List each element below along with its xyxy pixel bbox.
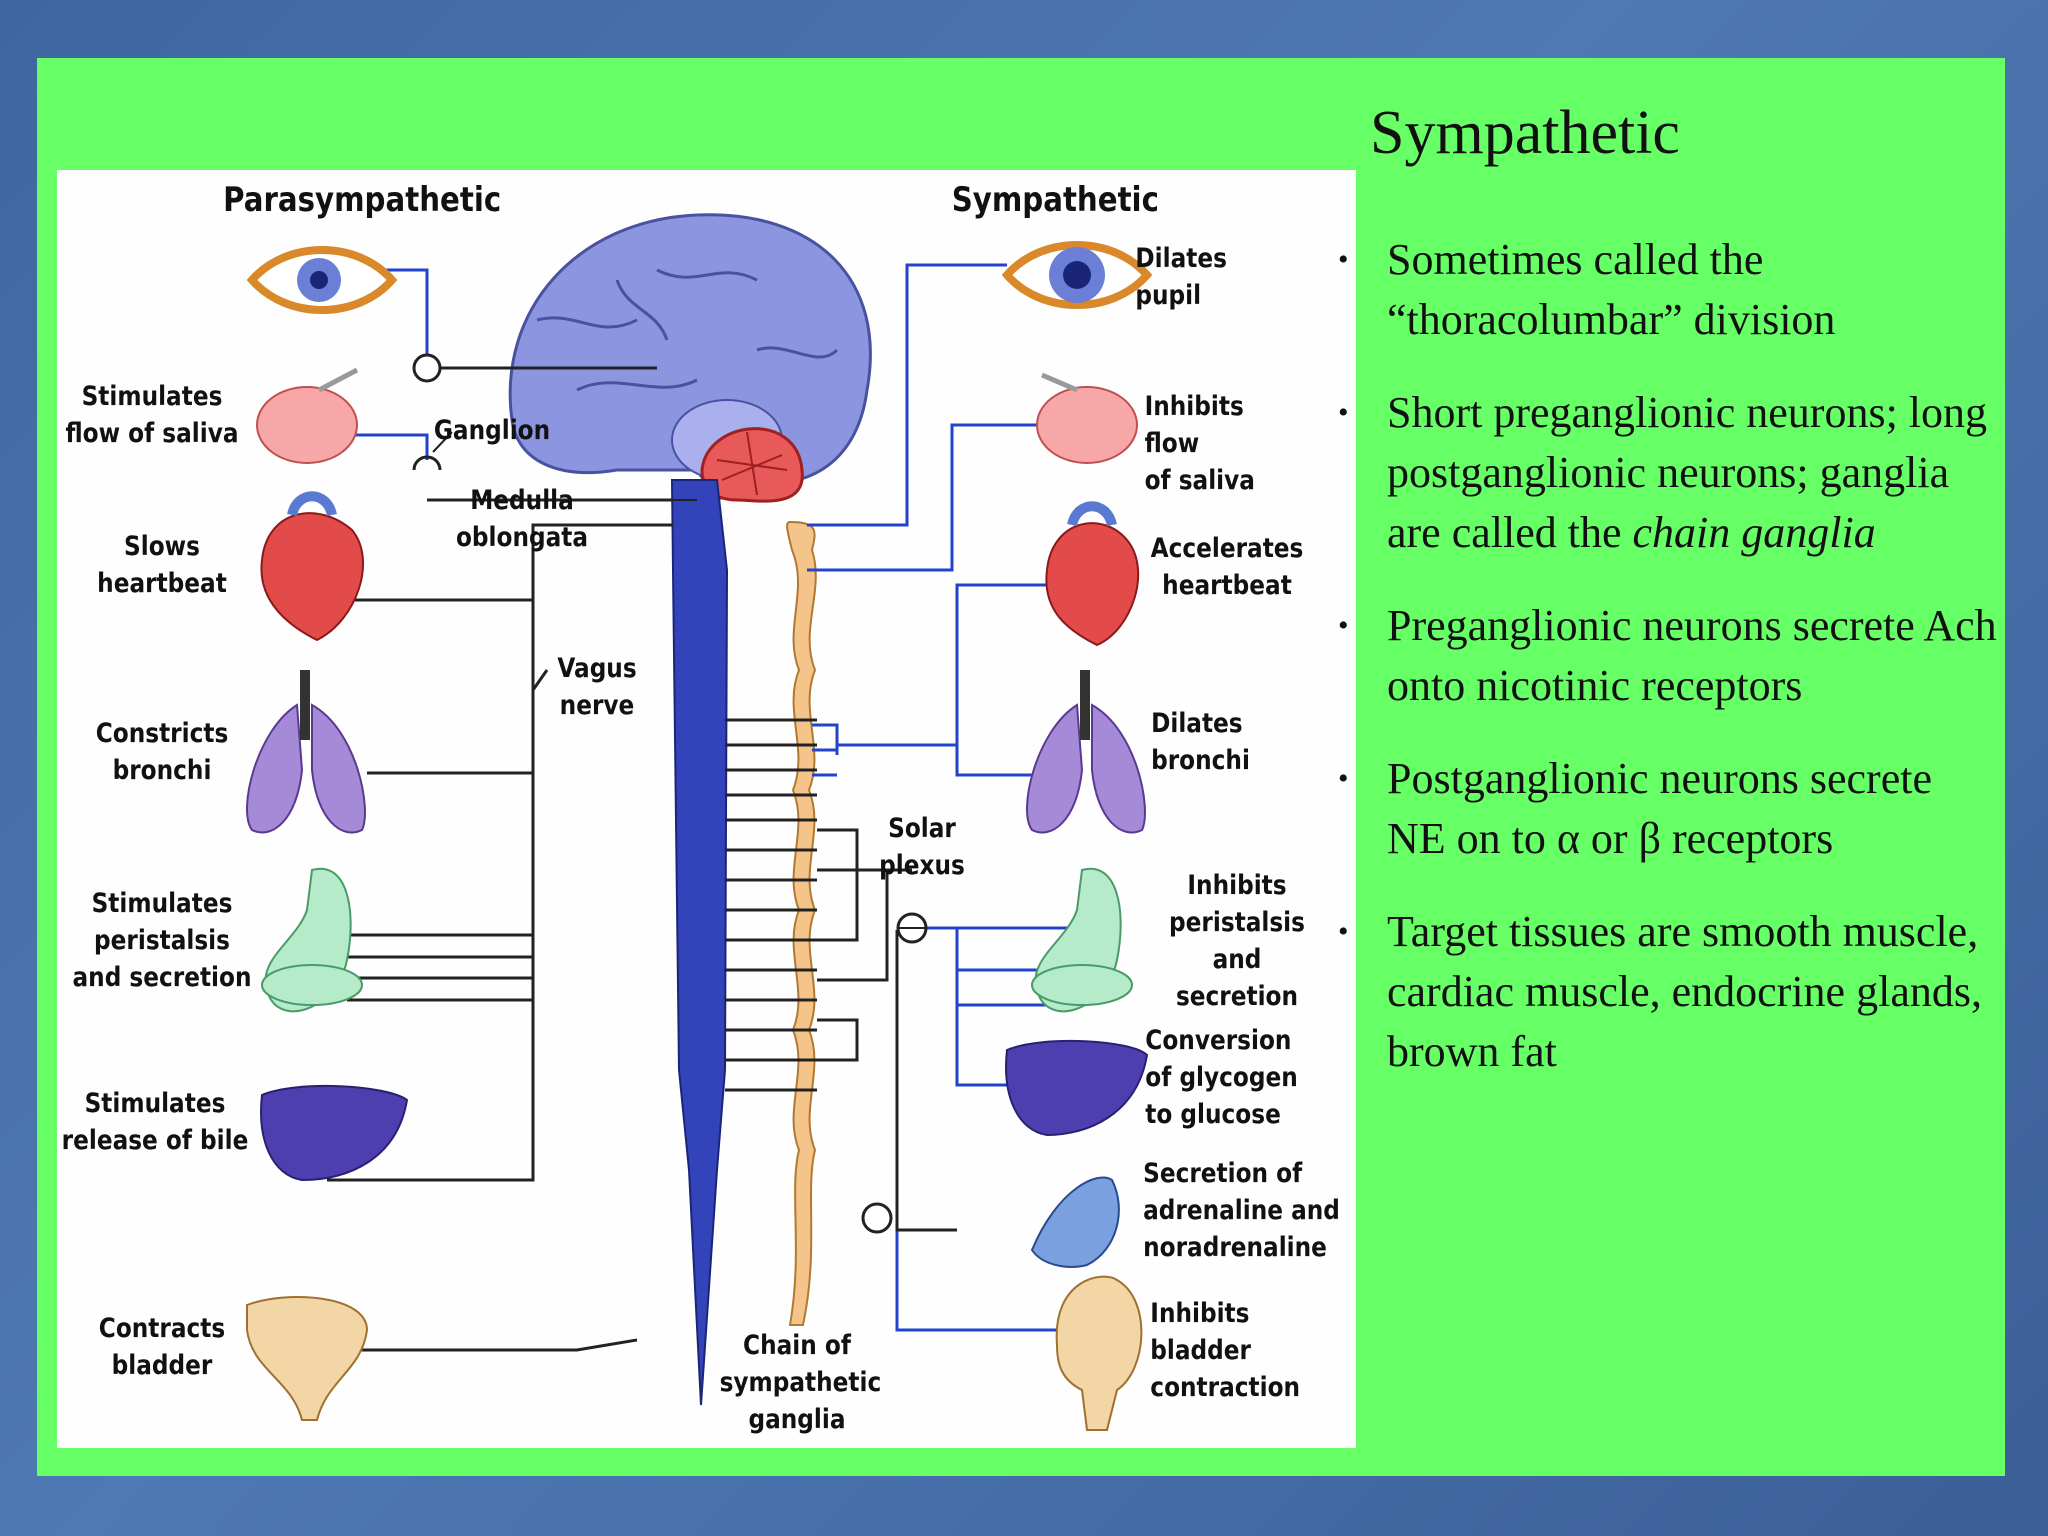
symp-effect-heart: Accelerates heartbeat (1150, 533, 1304, 601)
spinal-nerves (725, 718, 817, 1092)
bullet-text: Target tissues are smooth muscle, cardia… (1387, 907, 1982, 1076)
solar-plexus-lines (817, 828, 957, 1232)
sympathetic-chain (786, 520, 817, 1326)
para-ganglion-eye (412, 353, 442, 383)
symp-effect-bladder: Inhibits bladder contraction (1150, 1298, 1301, 1403)
liver-left (260, 1084, 409, 1182)
solar-plexus-label: Solar plexus (879, 813, 965, 881)
bullet-text: Sometimes called the “thoracolumbar” div… (1387, 235, 1836, 344)
lungs-right (1026, 670, 1146, 834)
para-ganglion-saliva (412, 455, 442, 471)
symp-effect-adrenaline: Secretion of adrenaline and noradrenalin… (1143, 1158, 1340, 1263)
bullet-emphasis: chain ganglia (1632, 508, 1876, 557)
para-effect-peristalsis: Stimulates peristalsis and secretion (72, 888, 252, 993)
diagram-drawing (246, 213, 1153, 1431)
lungs-left (246, 670, 366, 834)
bullet-text: Short preganglionic neurons; long postga… (1387, 388, 1988, 557)
bullet-dot-icon: • (1338, 243, 1349, 276)
bullet-item: • Sometimes called the “thoracolumbar” di… (1330, 230, 2000, 350)
bullet-item: • Short preganglionic neurons; long postg… (1330, 383, 2000, 563)
bullet-item: • Postganglionic neurons secrete NE on to… (1330, 749, 2000, 869)
adrenal-gland-right (1030, 1176, 1120, 1268)
vagus-nerve-label: Vagus nerve (557, 653, 637, 721)
symp-effect-saliva: Inhibits flow of saliva (1144, 391, 1255, 496)
autonomic-nervous-system-diagram: Parasympathetic Sympathetic Ganglion Med… (57, 170, 1356, 1448)
bladder-left (246, 1296, 369, 1421)
symp-effect-pupil: Dilates pupil (1135, 243, 1227, 311)
liver-right (1005, 1039, 1149, 1137)
cerebellum (700, 427, 804, 503)
symp-effect-glycogen: Conversion of glycogen to glucose (1145, 1025, 1298, 1130)
salivary-gland-left (256, 367, 359, 464)
stomach-right (1031, 867, 1133, 1013)
bullet-text: Preganglionic neurons secrete Ach onto n… (1387, 601, 1997, 710)
eye-left (246, 246, 398, 314)
heart-right (1045, 501, 1140, 647)
spinal-cord (670, 479, 729, 1406)
chain-ganglia-label: Chain of sympathetic ganglia (719, 1330, 882, 1435)
heart-left (260, 491, 365, 642)
para-effect-bladder: Contracts bladder (98, 1313, 226, 1381)
medulla-label: Medulla oblongata (455, 485, 589, 553)
bullet-dot-icon: • (1338, 609, 1349, 642)
salivary-gland-right (1036, 372, 1138, 464)
para-saliva-pathway (347, 433, 429, 460)
bullet-dot-icon: • (1338, 396, 1349, 429)
para-effect-bile: Stimulates release of bile (61, 1088, 249, 1156)
ganglion-label: Ganglion (433, 415, 551, 446)
ganglion-pointer (432, 431, 453, 453)
symp-effect-peristalsis: Inhibits peristalsis and secretion (1169, 870, 1305, 1012)
parasympathetic-heading: Parasympathetic (223, 180, 502, 220)
eye-right (1001, 241, 1153, 309)
bullet-dot-icon: • (1338, 762, 1349, 795)
adrenal-ganglion (861, 1202, 893, 1234)
vagus-nerve-lines (327, 523, 673, 1352)
brain (508, 213, 872, 502)
bullet-text: Postganglionic neurons secrete NE on to … (1387, 754, 1932, 863)
para-effect-bronchi: Constricts bronchi (95, 718, 229, 786)
sympathetic-heading: Sympathetic (951, 180, 1159, 220)
bullet-item: • Target tissues are smooth muscle, cardi… (1330, 902, 2000, 1082)
bullet-item: • Preganglionic neurons secrete Ach onto … (1330, 596, 2000, 716)
symp-effect-bronchi: Dilates bronchi (1151, 708, 1250, 776)
bladder-right (1055, 1275, 1143, 1431)
para-effect-heart: Slows heartbeat (97, 531, 227, 599)
bullet-list: • Sometimes called the “thoracolumbar” di… (1330, 230, 2000, 1115)
para-effect-saliva: Stimulates flow of saliva (65, 381, 239, 449)
bullet-dot-icon: • (1338, 915, 1349, 948)
slide-title: Sympathetic (1370, 99, 1680, 167)
stomach-left (261, 867, 363, 1013)
